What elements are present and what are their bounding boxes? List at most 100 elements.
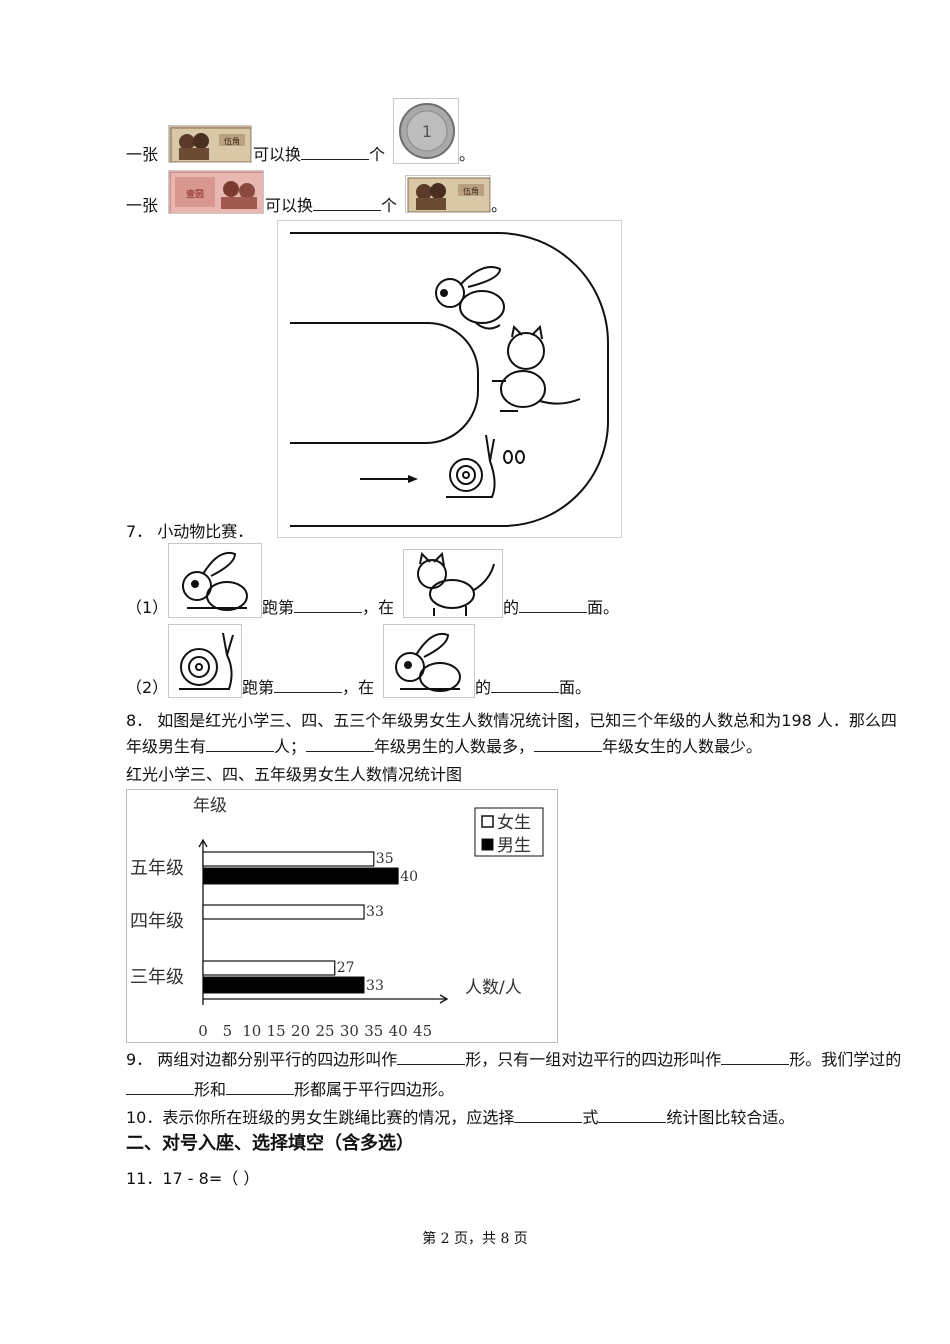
- q7-sub1-c: 的: [503, 598, 520, 617]
- legend-label-female: 女生: [497, 813, 531, 833]
- q10-text-a: 10．表示你所在班级的男女生跳绳比赛的情况，应选择: [126, 1108, 515, 1127]
- data-label-female: 35: [376, 851, 394, 867]
- legend-swatch-female: [481, 815, 494, 828]
- row1-end: 。: [459, 145, 476, 164]
- banknote-icon: 壹圆: [169, 171, 263, 213]
- svg-text:壹圆: 壹圆: [186, 188, 204, 200]
- data-label-male: 33: [366, 978, 384, 994]
- answer-blank[interactable]: [274, 678, 343, 693]
- answer-blank[interactable]: [306, 737, 375, 752]
- q7-sub2-a: 跑第: [242, 678, 275, 697]
- row2-end: 。: [491, 196, 508, 215]
- q7-sub1-tail: 的 面。: [503, 598, 619, 618]
- q7-sub1-num: （1）: [126, 598, 169, 617]
- answer-blank[interactable]: [514, 1108, 583, 1123]
- x-tick-label: 35: [364, 1022, 383, 1040]
- q9-text-b: 形，只有一组对边平行的四边形叫作: [465, 1050, 722, 1069]
- q7-sub2-d: 面。: [559, 678, 592, 697]
- x-tick-label: 30: [340, 1022, 359, 1040]
- q8-line-1: 8． 如图是红光小学三、四、五三个年级男女生人数情况统计图，已知三个年级的人数总…: [126, 711, 897, 730]
- answer-blank[interactable]: [721, 1050, 790, 1065]
- q9-text-e: 形都属于平行四边形。: [294, 1080, 455, 1099]
- x-tick-label: 15: [267, 1022, 286, 1040]
- banknote-1yuan-image: 壹圆: [168, 170, 264, 214]
- data-label-female: 33: [366, 904, 384, 920]
- answer-blank[interactable]: [301, 145, 370, 160]
- row2-middle: 可以换: [265, 196, 314, 215]
- answer-blank[interactable]: [206, 737, 275, 752]
- q9-text-a: 9． 两组对边都分别平行的四边形叫作: [126, 1050, 398, 1069]
- row2-rest: 可以换个: [265, 196, 397, 216]
- legend-label-male: 男生: [497, 836, 531, 856]
- q7-sub2-text: 跑第，在: [242, 678, 374, 698]
- row1-middle: 可以换: [253, 145, 302, 164]
- svg-text:伍角: 伍角: [463, 186, 479, 196]
- q8-line-2: 年级男生有人；年级男生的人数最多，年级女生的人数最少。: [126, 737, 762, 757]
- banknote-5jiao-image-2: 伍角: [405, 175, 491, 213]
- snail-icon: [179, 632, 234, 690]
- q9-line-1: 9． 两组对边都分别平行的四边形叫作 形，只有一组对边平行的四边形叫作 形。我们学过…: [126, 1050, 901, 1070]
- y-axis-title: 年级: [193, 796, 227, 816]
- section-2-title: 二、对号入座、选择填空（含多选）: [126, 1133, 414, 1154]
- row2-prefix: 一张: [126, 196, 159, 215]
- q7-sub2-tail: 的 面。: [475, 678, 591, 698]
- x-tick-label: 0: [198, 1022, 208, 1040]
- answer-blank[interactable]: [313, 196, 382, 211]
- x-tick-label: 45: [413, 1022, 432, 1040]
- x-tick-label: 40: [389, 1022, 408, 1040]
- snail-image: [168, 624, 242, 698]
- q11-text: 11．17 - 8=（ ）: [126, 1169, 260, 1188]
- answer-blank[interactable]: [534, 737, 603, 752]
- answer-blank[interactable]: [519, 598, 588, 613]
- answer-blank[interactable]: [126, 1080, 194, 1095]
- svg-text:1: 1: [422, 122, 432, 141]
- q10-text-b: 式: [582, 1108, 599, 1127]
- data-label-male: 40: [400, 869, 418, 885]
- x-tick-label: 20: [291, 1022, 310, 1040]
- x-axis-title: 人数/人: [465, 978, 522, 998]
- q9-text-d: 形和: [194, 1080, 227, 1099]
- svg-text:伍角: 伍角: [224, 136, 240, 146]
- page-footer: 第 2 页，共 8 页: [422, 1231, 528, 1247]
- y-category-label: 五年级: [130, 858, 184, 879]
- race-track-illustration: [290, 232, 609, 527]
- answer-blank[interactable]: [491, 678, 560, 693]
- q7-title: 7． 小动物比赛．: [126, 522, 254, 541]
- x-tick-label: 10: [242, 1022, 261, 1040]
- banknote-icon: 伍角: [170, 127, 251, 162]
- rabbit-figure: [435, 266, 505, 330]
- y-axis-arrow: [198, 838, 208, 848]
- row1-rest: 可以换个: [253, 145, 385, 165]
- rabbit-icon: [182, 552, 248, 611]
- x-axis-arrow: [439, 994, 449, 1004]
- rabbit-icon: [395, 633, 461, 692]
- race-track-image: [277, 220, 622, 538]
- rabbit-image-2: [383, 624, 475, 698]
- cat-figure: [492, 324, 581, 412]
- q7-sub1-b: ，在: [362, 598, 395, 617]
- bar-male: [202, 867, 399, 885]
- bar-female: [202, 851, 375, 867]
- q8-text-b: 人；: [274, 737, 307, 756]
- y-category-label: 三年级: [130, 967, 184, 988]
- x-tick-label: 5: [223, 1022, 233, 1040]
- answer-blank[interactable]: [294, 598, 363, 613]
- cat-image: [403, 549, 503, 618]
- q10-line: 10．表示你所在班级的男女生跳绳比赛的情况，应选择式统计图比较合适。: [126, 1108, 794, 1128]
- answer-blank[interactable]: [397, 1050, 466, 1065]
- y-category-label: 四年级: [130, 911, 184, 932]
- banknote-icon: 伍角: [407, 177, 490, 212]
- q9-text-c: 形。我们学过的: [789, 1050, 902, 1069]
- q7-sub2-c: 的: [475, 678, 492, 697]
- q9-line-2: 形和 形都属于平行四边形。: [126, 1080, 454, 1100]
- q7-sub1-d: 面。: [587, 598, 620, 617]
- answer-blank[interactable]: [226, 1080, 295, 1095]
- chart-heading: 红光小学三、四、五年级男女生人数情况统计图: [126, 765, 463, 784]
- banknote-5jiao-image-1: 伍角: [168, 125, 252, 163]
- q8-text-a: 年级男生有: [126, 737, 207, 756]
- answer-blank[interactable]: [598, 1108, 667, 1123]
- q7-sub1-text: 跑第，在: [262, 598, 394, 618]
- bar-female: [202, 904, 365, 920]
